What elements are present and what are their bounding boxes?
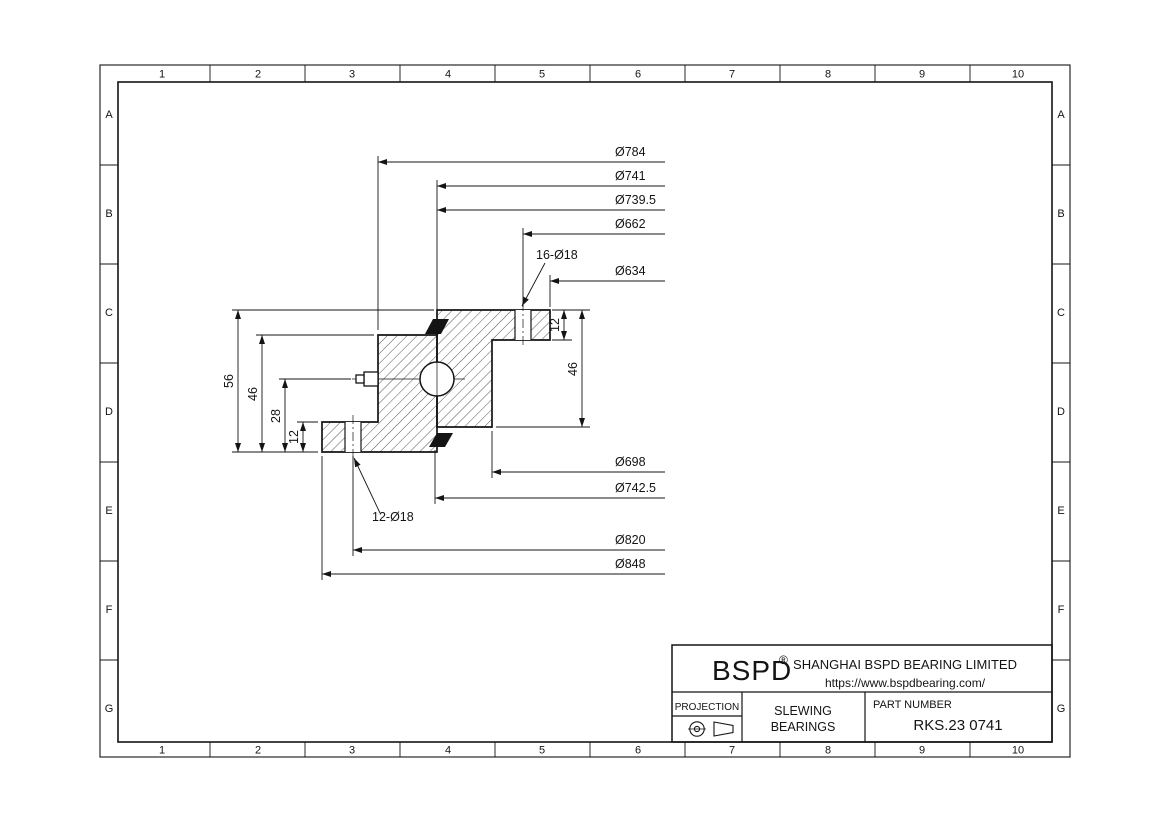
grid-row-label: G xyxy=(105,703,114,715)
dim-label: Ø741 xyxy=(615,169,646,183)
dim-h46-right: 46 xyxy=(496,310,590,428)
dim-label: Ø698 xyxy=(615,455,646,469)
dim-label: 12 xyxy=(548,318,562,332)
callout-holes-bottom: 12-Ø18 xyxy=(353,457,414,524)
dim-label: 56 xyxy=(222,374,236,388)
grid-labels-right: A B C D E F G xyxy=(1057,109,1066,715)
grid-labels-left: A B C D E F G xyxy=(105,109,114,715)
first-angle-projection-icon xyxy=(688,721,734,737)
dim-label: 46 xyxy=(246,387,260,401)
grid-col-label: 9 xyxy=(919,745,925,757)
part-number-label: PART NUMBER xyxy=(873,699,952,711)
grid-row-label: A xyxy=(1057,109,1065,121)
callout-holes-top: 16-Ø18 xyxy=(521,248,578,307)
hole-callout-label: 16-Ø18 xyxy=(536,248,578,262)
grid-col-label: 1 xyxy=(159,69,165,81)
top-seal xyxy=(425,319,449,334)
outer-frame xyxy=(99,64,1071,758)
brand-text: BSPD xyxy=(712,655,792,686)
dim-h56: 56 xyxy=(222,309,434,453)
grid-row-label: A xyxy=(105,109,113,121)
title-block: BSPD ® SHANGHAI BSPD BEARING LIMITED htt… xyxy=(671,644,1053,743)
grid-col-label: 5 xyxy=(539,745,545,757)
grid-row-label: C xyxy=(105,307,113,319)
bottom-seal xyxy=(429,433,453,447)
dim-d741: Ø741 xyxy=(436,169,665,317)
grid-col-label: 3 xyxy=(349,745,355,757)
registered-mark: ® xyxy=(779,653,788,667)
dim-d739-5: Ø739.5 xyxy=(437,193,665,213)
dim-label: Ø784 xyxy=(615,145,646,159)
dim-h46-left: 46 xyxy=(246,334,374,452)
dim-label: 28 xyxy=(269,409,283,423)
bolt-hole-bottom xyxy=(344,415,362,459)
inner-ring-section xyxy=(321,334,438,453)
grid-col-label: 7 xyxy=(729,745,735,757)
company-url: https://www.bspdbearing.com/ xyxy=(825,676,986,690)
grid-row-label: E xyxy=(105,505,112,517)
grid-ticks-bottom xyxy=(209,742,971,757)
dim-label: 46 xyxy=(566,362,580,376)
dim-d662: Ø662 xyxy=(522,217,665,307)
dim-label: Ø820 xyxy=(615,533,646,547)
grid-col-label: 2 xyxy=(255,745,261,757)
grid-ticks-top xyxy=(209,65,971,82)
hole-callout-label: 12-Ø18 xyxy=(372,510,414,524)
dim-d820: Ø820 xyxy=(352,456,665,556)
dim-h12-right: 12 xyxy=(548,309,590,341)
grid-ticks-left xyxy=(100,164,118,661)
grid-col-label: 6 xyxy=(635,69,641,81)
projection-label: PROJECTION xyxy=(675,702,739,713)
grid-col-label: 2 xyxy=(255,69,261,81)
grid-col-label: 4 xyxy=(445,745,451,757)
outer-ring-section xyxy=(436,309,551,428)
grid-col-label: 6 xyxy=(635,745,641,757)
dim-label: Ø848 xyxy=(615,557,646,571)
dim-label: 12 xyxy=(287,430,301,444)
grid-col-label: 3 xyxy=(349,69,355,81)
title-block-border xyxy=(671,644,1053,743)
grid-row-label: C xyxy=(1057,307,1065,319)
grid-labels-bottom: 1 2 3 4 5 6 7 8 9 10 xyxy=(159,745,1024,757)
dim-label: Ø634 xyxy=(615,264,646,278)
dim-h28: 28 xyxy=(269,378,351,452)
dim-label: Ø742.5 xyxy=(615,481,656,495)
product-name-line2: BEARINGS xyxy=(771,720,836,734)
grid-ticks-right xyxy=(1052,164,1070,661)
product-name-line1: SLEWING xyxy=(774,704,832,718)
company-name: SHANGHAI BSPD BEARING LIMITED xyxy=(793,657,1017,672)
grid-row-label: D xyxy=(105,406,113,418)
dim-d698: Ø698 xyxy=(491,431,665,478)
grid-col-label: 1 xyxy=(159,745,165,757)
grid-col-label: 9 xyxy=(919,69,925,81)
grid-col-label: 5 xyxy=(539,69,545,81)
dim-label: Ø739.5 xyxy=(615,193,656,207)
grid-row-label: F xyxy=(106,604,113,616)
bearing-section-view xyxy=(321,302,551,459)
grid-col-label: 7 xyxy=(729,69,735,81)
dim-d742-5: Ø742.5 xyxy=(434,450,665,504)
grid-row-label: D xyxy=(1057,406,1065,418)
grid-row-label: B xyxy=(1057,208,1064,220)
grid-col-label: 8 xyxy=(825,745,831,757)
dim-h12-left: 12 xyxy=(287,421,318,452)
dim-label: Ø662 xyxy=(615,217,646,231)
inner-frame xyxy=(117,81,1053,743)
grease-nipple xyxy=(355,371,379,387)
grid-col-label: 4 xyxy=(445,69,451,81)
grid-row-label: B xyxy=(105,208,112,220)
grid-row-label: F xyxy=(1058,604,1065,616)
part-number-value: RKS.23 0741 xyxy=(913,717,1002,734)
bolt-hole-top xyxy=(514,302,532,347)
grid-row-label: G xyxy=(1057,703,1066,715)
dim-d848: Ø848 xyxy=(321,456,665,580)
dim-d634: Ø634 xyxy=(549,264,665,307)
grid-col-label: 10 xyxy=(1012,745,1024,757)
grid-labels-top: 1 2 3 4 5 6 7 8 9 10 xyxy=(159,69,1024,81)
grid-row-label: E xyxy=(1057,505,1064,517)
grid-col-label: 8 xyxy=(825,69,831,81)
grid-col-label: 10 xyxy=(1012,69,1024,81)
dim-d784: Ø784 xyxy=(377,145,665,330)
